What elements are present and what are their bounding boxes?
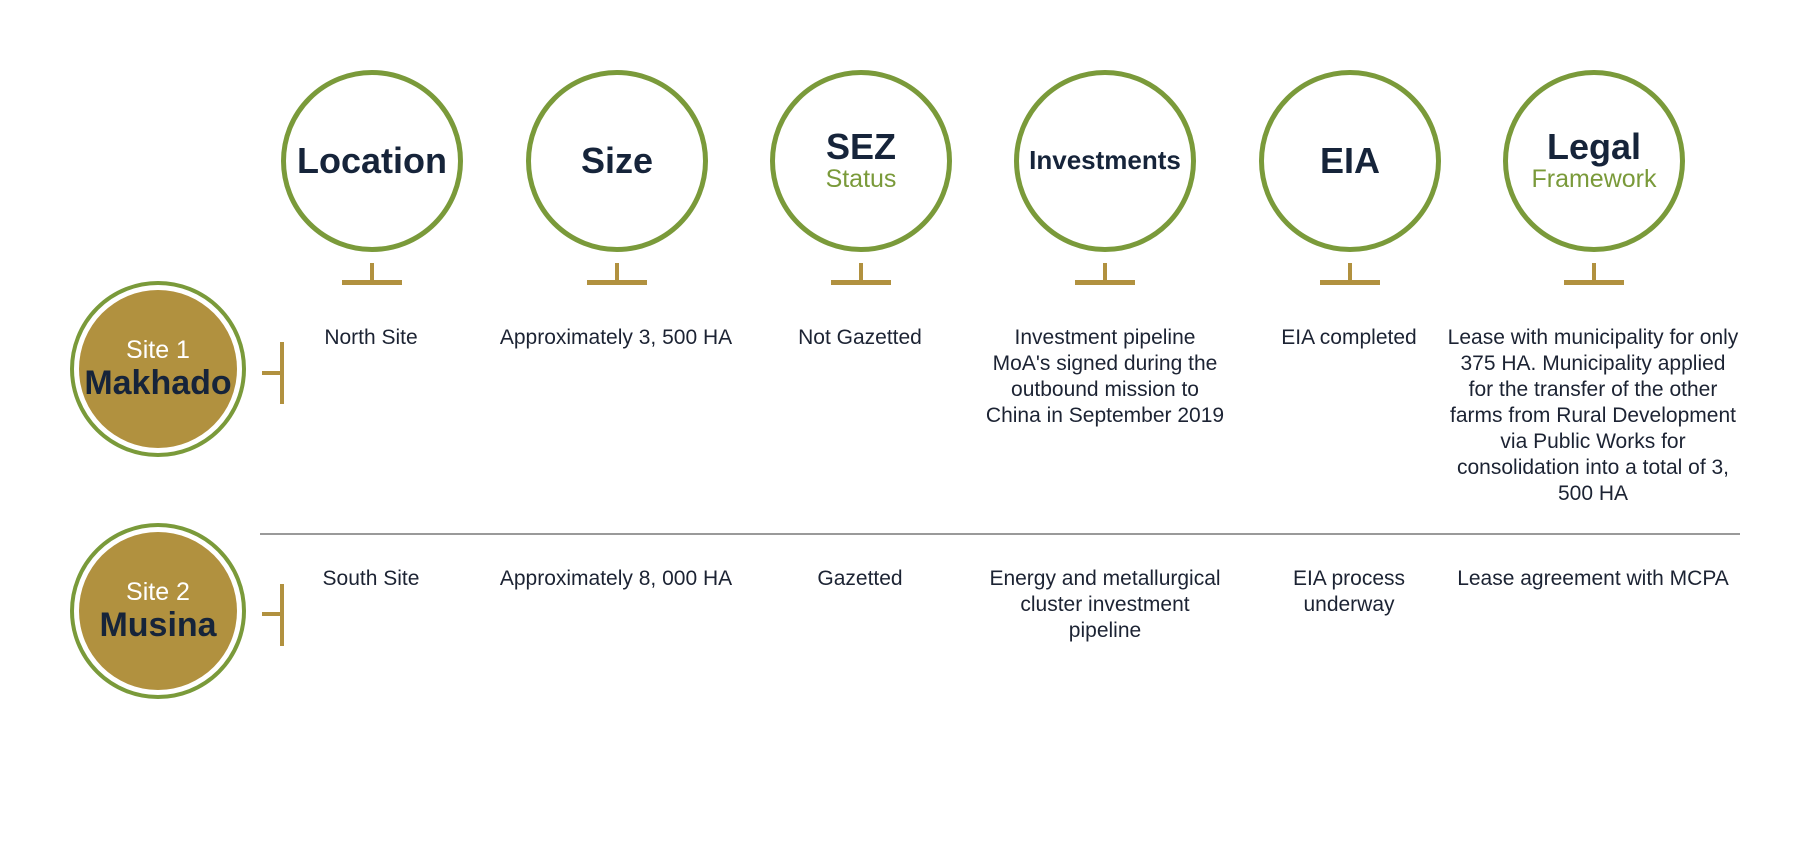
site-1-legal: Lease with municipality for only 375 HA.… xyxy=(1447,326,1739,505)
site-2-name: Musina xyxy=(99,606,217,645)
header-location: Location xyxy=(281,70,463,252)
header-sez-status: SEZ Status xyxy=(770,70,952,252)
site-1-eia: EIA completed xyxy=(1281,326,1417,349)
site-2-investments: Energy and metallurgical cluster investm… xyxy=(989,567,1221,642)
row-divider xyxy=(260,533,1740,535)
stand-size xyxy=(615,263,619,282)
stand-eia-base xyxy=(1320,280,1380,285)
header-investments: Investments xyxy=(1014,70,1196,252)
site-1-label: Site 1 xyxy=(126,336,190,365)
stand-legal-base xyxy=(1564,280,1624,285)
stand-size-base xyxy=(587,280,647,285)
stand-investments xyxy=(1103,263,1107,282)
site-2-legal: Lease agreement with MCPA xyxy=(1457,567,1729,590)
stand-eia xyxy=(1348,263,1352,282)
site-1-inner: Site 1 Makhado xyxy=(79,290,237,448)
header-legal-title: Legal xyxy=(1546,126,1642,168)
site-2-badge: Site 2 Musina xyxy=(70,523,246,699)
site-1-investments: Investment pipeline MoA's signed during … xyxy=(985,326,1225,427)
header-size: Size xyxy=(526,70,708,252)
header-eia-title: EIA xyxy=(1319,140,1380,182)
site-1-badge: Site 1 Makhado xyxy=(70,281,246,457)
site-2-bracket xyxy=(280,584,284,646)
stand-investments-base xyxy=(1075,280,1135,285)
site-2-inner: Site 2 Musina xyxy=(79,532,237,690)
site-2-connector xyxy=(262,612,282,616)
stand-location-base xyxy=(342,280,402,285)
header-legal-framework: Legal Framework xyxy=(1503,70,1685,252)
site-1-bracket xyxy=(280,342,284,404)
stand-location xyxy=(370,263,374,282)
site-2-size: Approximately 8, 000 HA xyxy=(499,567,733,590)
site-2-location: South Site xyxy=(322,567,420,590)
header-sez-title: SEZ xyxy=(825,126,896,168)
header-investments-title: Investments xyxy=(1029,145,1181,176)
header-eia: EIA xyxy=(1259,70,1441,252)
header-sez-subtitle: Status xyxy=(825,165,897,194)
stand-sez xyxy=(859,263,863,282)
stand-legal xyxy=(1592,263,1596,282)
site-2-sez-status: Gazetted xyxy=(817,567,903,590)
site-1-connector xyxy=(262,371,282,375)
site-2-eia: EIA process underway xyxy=(1292,567,1406,616)
header-size-title: Size xyxy=(580,140,654,182)
site-1-name: Makhado xyxy=(84,364,232,403)
site-1-size: Approximately 3, 500 HA xyxy=(499,326,733,349)
header-location-title: Location xyxy=(297,140,447,182)
site-1-location: North Site xyxy=(324,326,418,349)
site-1-sez-status: Not Gazetted xyxy=(798,326,922,349)
stand-sez-base xyxy=(831,280,891,285)
header-legal-subtitle: Framework xyxy=(1531,165,1657,194)
site-2-label: Site 2 xyxy=(126,578,190,607)
